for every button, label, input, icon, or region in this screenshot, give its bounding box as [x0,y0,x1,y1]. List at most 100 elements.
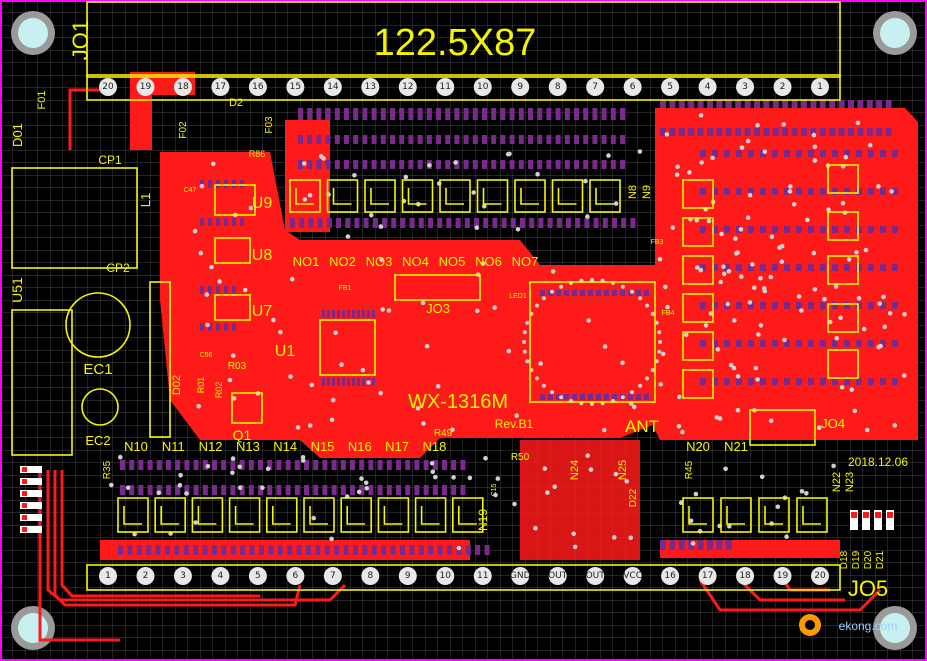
smd-pad [735,100,742,108]
jo1-pin-label: 9 [517,82,523,92]
via [512,501,517,507]
relay-outline [682,217,714,247]
smd-pad [880,264,886,271]
smd-pad [454,135,460,144]
via [535,376,539,381]
smd-pad [784,264,790,271]
via [545,490,550,495]
smd-pad [880,302,886,309]
relay-mark [726,506,745,525]
smd-pad [451,485,457,495]
smd-pad [267,460,273,470]
smd-pad [202,485,208,495]
via [295,425,301,430]
smd-pad [620,290,625,296]
smd-pad [147,460,153,470]
relay-mark [197,506,217,525]
smd-pad [529,218,535,228]
smd-pad [796,150,802,157]
smd-pad [298,108,303,120]
via [205,464,211,469]
smd-pad [801,100,807,108]
n19-label: N19 [476,509,490,531]
smd-pad [612,394,617,400]
jo5-pin [99,567,117,585]
smd-pad [856,188,862,195]
relay-outline [796,497,828,533]
via [415,406,421,411]
smd-pad [316,135,322,144]
smd-pad [620,135,625,144]
jo5-pin [623,567,642,585]
jo5-pin-label: 19 [777,571,789,581]
smd-pad [868,226,874,233]
relay-outline [589,179,621,213]
via [738,227,744,232]
smd-pad [491,160,497,169]
smd-pad [772,264,778,271]
led-indicator [20,514,42,521]
smd-pad [772,378,778,385]
relay-mark [458,506,477,525]
jo5-pin [548,567,567,585]
via [125,485,131,491]
smd-pad [230,460,236,470]
smd-pad [791,128,798,136]
smd-pad [820,264,826,271]
smd-pad [350,460,355,470]
f01-label: F01 [36,91,48,110]
smd-pad [820,226,826,233]
via [882,324,887,330]
relay-bottom-label: N17 [385,439,409,454]
relay-mark [272,506,291,525]
smd-pad [372,218,378,228]
smd-pad [380,160,386,169]
smd-pad [856,264,862,271]
smd-pad [601,135,607,144]
jo1-pin [811,78,829,96]
smd-pad [442,460,447,470]
smd-pad [155,545,161,555]
relay-top-label: NO5 [439,254,466,269]
via [739,145,745,150]
smd-pad [202,545,208,555]
via [542,466,548,471]
jo5-pin [698,567,717,585]
via [755,122,760,128]
smd-pad [322,485,328,495]
led-indicator [862,510,870,530]
via [363,480,369,486]
smd-pad [712,302,718,309]
jo1-pin [211,78,230,96]
smd-pad [596,394,601,400]
smd-pad [442,485,447,495]
smd-pad [583,135,589,144]
via [796,294,802,299]
r86-label: R86 [249,149,266,159]
via [265,466,271,472]
via [758,323,764,328]
smd-pad [193,545,199,555]
jo5-pin-label: 18 [739,571,751,581]
smd-pad [317,218,323,228]
relay-mark [482,188,502,205]
smd-pad [760,264,766,271]
smd-pad [308,218,314,228]
smd-pad [784,150,790,157]
smd-pad [574,108,579,120]
jo5-pin [398,567,417,585]
via [230,470,235,476]
smd-pad [748,226,754,233]
via [514,413,519,418]
relay-mark [346,506,366,525]
via [663,284,668,290]
via [683,332,689,338]
smd-pad [147,485,153,495]
smd-pad [760,226,766,233]
smd-pad [408,135,414,144]
via [781,122,786,127]
smd-pad [390,160,395,169]
smd-pad [857,100,864,108]
smd-pad [885,100,892,108]
via [731,365,737,371]
